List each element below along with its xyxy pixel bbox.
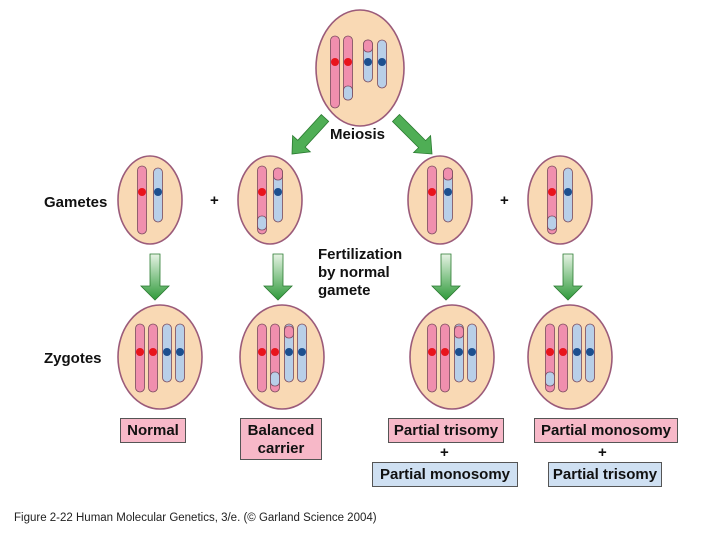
centromere bbox=[455, 348, 463, 356]
figure-caption: Figure 2-22 Human Molecular Genetics, 3/… bbox=[14, 512, 377, 524]
fertilization-line-3: gamete bbox=[318, 282, 371, 299]
translocated-segment bbox=[270, 371, 280, 387]
centromere bbox=[573, 348, 581, 356]
outcome-balanced-box: Balanced carrier bbox=[240, 418, 322, 460]
translocated-segment bbox=[284, 325, 294, 339]
translocated-segment bbox=[443, 167, 453, 181]
cell-membrane bbox=[527, 304, 613, 410]
right-pair-top-box: Partial monosomy bbox=[534, 418, 678, 443]
right-pair-bottom-label: Partial trisomy bbox=[552, 466, 658, 483]
gamete-unbalanced-b bbox=[527, 155, 593, 245]
parent-cell bbox=[315, 9, 405, 127]
centromere bbox=[428, 348, 436, 356]
zygote-partial-trisomy bbox=[409, 304, 495, 410]
gamete-unbalanced-a bbox=[407, 155, 473, 245]
cell-membrane bbox=[407, 155, 473, 245]
cell-membrane bbox=[315, 9, 405, 127]
arrow-down-4 bbox=[553, 253, 583, 301]
gametes-label: Gametes bbox=[44, 194, 108, 211]
left-pair-top-label: Partial trisomy bbox=[393, 422, 499, 439]
centromere bbox=[586, 348, 594, 356]
centromere bbox=[285, 348, 293, 356]
outcome-balanced-line-1: Balanced bbox=[247, 422, 315, 439]
translocated-segment bbox=[547, 215, 557, 231]
arrow-down-3 bbox=[431, 253, 461, 301]
outcome-normal-box: Normal bbox=[120, 418, 186, 443]
centromere bbox=[258, 348, 266, 356]
cell-membrane bbox=[409, 304, 495, 410]
cell-membrane bbox=[117, 304, 203, 410]
centromere bbox=[176, 348, 184, 356]
centromere bbox=[136, 348, 144, 356]
arrow-down-2 bbox=[263, 253, 293, 301]
chromosome bbox=[558, 323, 568, 393]
chromosome bbox=[257, 323, 267, 393]
cell-membrane bbox=[527, 155, 593, 245]
centromere bbox=[154, 188, 162, 196]
centromere bbox=[138, 188, 146, 196]
right-pair-join: + bbox=[598, 444, 607, 461]
left-pair-bottom-label: Partial monosomy bbox=[379, 466, 511, 483]
chromosome bbox=[135, 323, 145, 393]
translocated-segment bbox=[454, 325, 464, 339]
left-pair-join: + bbox=[440, 444, 449, 461]
centromere bbox=[271, 348, 279, 356]
centromere bbox=[344, 58, 352, 66]
gamete-normal bbox=[117, 155, 183, 245]
centromere bbox=[364, 58, 372, 66]
arrow-meiosis-left bbox=[291, 114, 330, 155]
zygote-normal bbox=[117, 304, 203, 410]
chromosome bbox=[427, 323, 437, 393]
centromere bbox=[444, 188, 452, 196]
centromere bbox=[559, 348, 567, 356]
outcome-normal-label: Normal bbox=[127, 422, 179, 439]
right-pair-top-label: Partial monosomy bbox=[540, 422, 672, 439]
zygotes-label: Zygotes bbox=[44, 350, 102, 367]
translocated-segment bbox=[257, 215, 267, 231]
translocated-segment bbox=[363, 39, 373, 53]
left-pair-bottom-box: Partial monosomy bbox=[372, 462, 518, 487]
chromosome bbox=[148, 323, 158, 393]
centromere bbox=[149, 348, 157, 356]
left-pair-top-box: Partial trisomy bbox=[388, 418, 504, 443]
cell-membrane bbox=[237, 155, 303, 245]
arrow-down-1 bbox=[140, 253, 170, 301]
zygote-partial-monosomy bbox=[527, 304, 613, 410]
centromere bbox=[378, 58, 386, 66]
translocated-segment bbox=[343, 85, 353, 101]
translocated-segment bbox=[273, 167, 283, 181]
fertilization-line-1: Fertilization bbox=[318, 246, 403, 263]
centromere bbox=[163, 348, 171, 356]
zygote-balanced bbox=[239, 304, 325, 410]
chromosome bbox=[427, 165, 437, 235]
plus-sign-left: + bbox=[210, 192, 219, 209]
centromere bbox=[441, 348, 449, 356]
chromosome bbox=[137, 165, 147, 235]
outcome-balanced-line-2: carrier bbox=[257, 440, 305, 457]
translocated-segment bbox=[545, 371, 555, 387]
right-pair-bottom-box: Partial trisomy bbox=[548, 462, 662, 487]
cell-membrane bbox=[117, 155, 183, 245]
centromere bbox=[548, 188, 556, 196]
centromere bbox=[298, 348, 306, 356]
plus-sign-right: + bbox=[500, 192, 509, 209]
centromere bbox=[331, 58, 339, 66]
centromere bbox=[258, 188, 266, 196]
centromere bbox=[428, 188, 436, 196]
arrow-meiosis-right bbox=[391, 113, 433, 155]
centromere bbox=[564, 188, 572, 196]
centromere bbox=[468, 348, 476, 356]
centromere bbox=[274, 188, 282, 196]
chromosome bbox=[330, 35, 340, 109]
meiosis-label: Meiosis bbox=[330, 126, 386, 143]
fertilization-line-2: by normal bbox=[318, 264, 390, 281]
centromere bbox=[546, 348, 554, 356]
chromosome bbox=[440, 323, 450, 393]
cell-membrane bbox=[239, 304, 325, 410]
gamete-balanced bbox=[237, 155, 303, 245]
